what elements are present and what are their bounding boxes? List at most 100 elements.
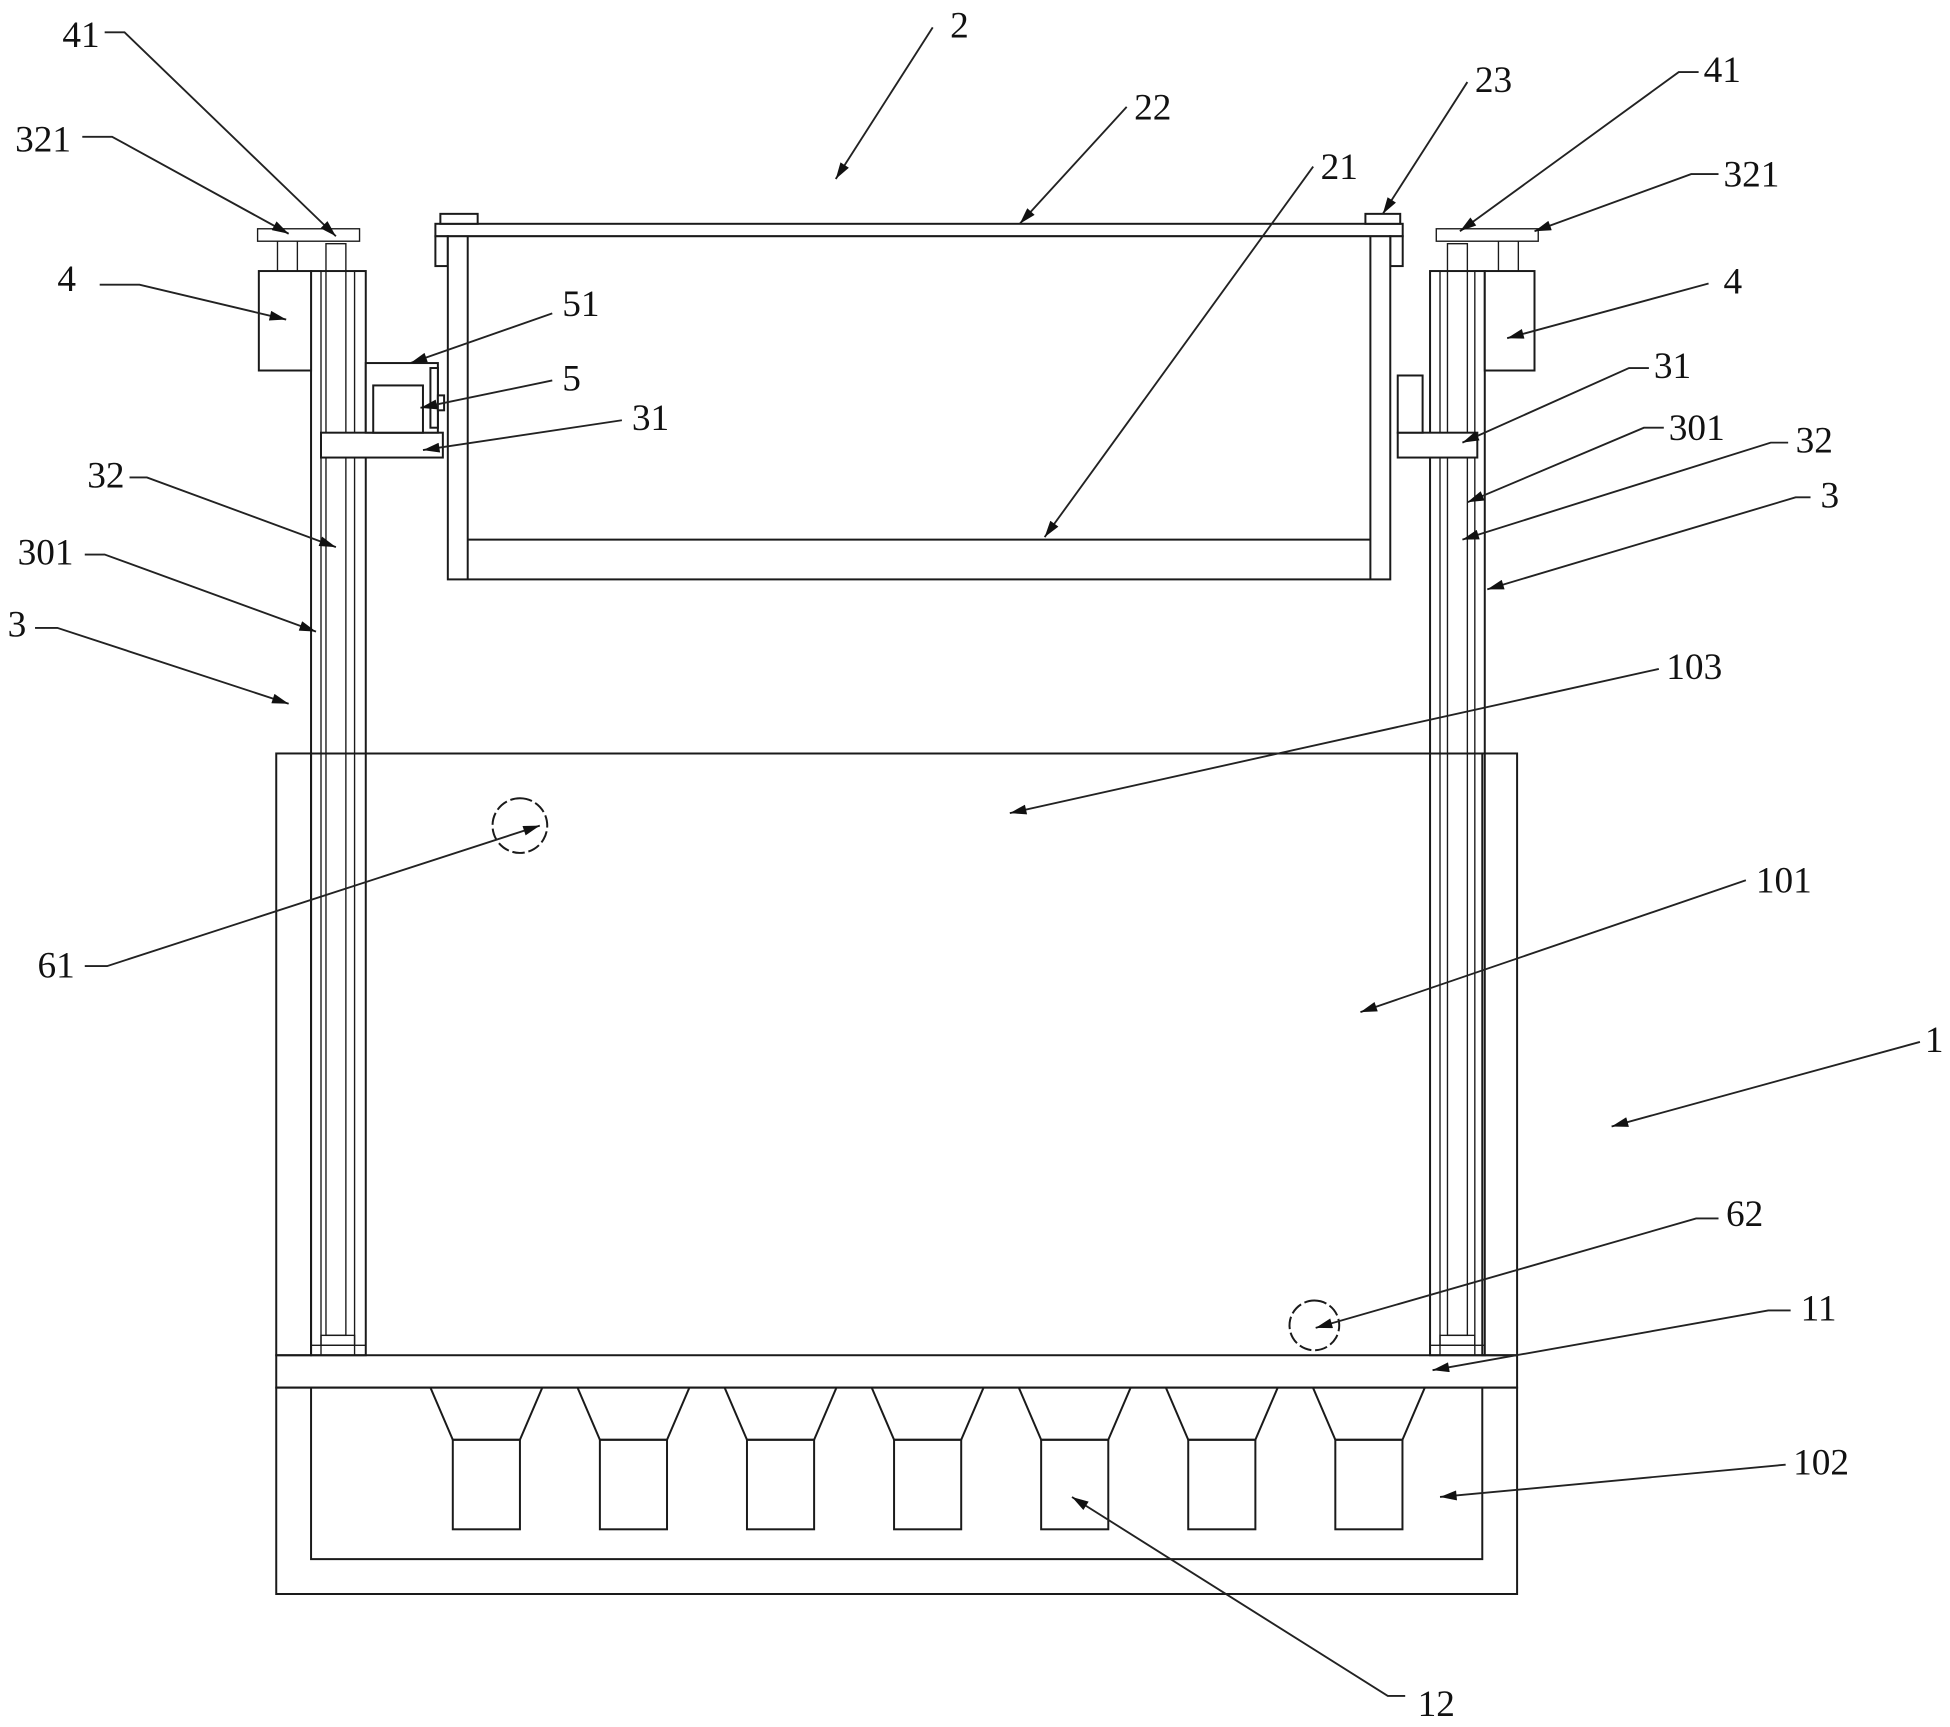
leader-line [129, 476, 337, 548]
funnel-hopper [1312, 1387, 1426, 1441]
leader-line [84, 553, 317, 633]
leader-line [104, 31, 337, 237]
leader-line [1009, 668, 1660, 815]
leader-line [1432, 1309, 1791, 1373]
right-lifting-column [1396, 228, 1539, 1357]
funnel-hopper [1164, 1387, 1279, 1441]
label-4-right: 4 [1506, 261, 1742, 340]
label-51: 51 [410, 284, 600, 364]
leader-line [1360, 879, 1747, 1013]
funnel-nozzle [1040, 1438, 1110, 1531]
reference-number: 3 [1820, 475, 1839, 516]
tank-body [275, 752, 1519, 1595]
label-5: 5 [420, 358, 581, 410]
partition-plate [275, 1354, 1519, 1389]
leader-line [82, 135, 290, 235]
leader-line [84, 824, 541, 968]
label-301-left: 301 [18, 532, 317, 633]
funnel-nozzle [598, 1438, 669, 1531]
label-32-left: 32 [87, 455, 337, 548]
tray-body [446, 235, 1392, 581]
leader-line [1462, 367, 1649, 444]
float-ball-61 [491, 797, 549, 854]
reference-number: 23 [1475, 60, 1512, 101]
label-101: 101 [1360, 861, 1812, 1013]
label-4-left: 4 [57, 259, 287, 321]
leader-line [1611, 1041, 1921, 1128]
leader-line [1534, 173, 1719, 233]
label-3-left: 3 [8, 605, 289, 705]
reference-number: 5 [562, 358, 581, 399]
leader-line [35, 626, 289, 705]
leader-line [1506, 282, 1709, 340]
label-2: 2 [834, 5, 969, 180]
leader-line [1315, 1217, 1719, 1329]
funnel-nozzle [1334, 1438, 1404, 1531]
funnel-nozzle [745, 1438, 816, 1531]
right-motor [1483, 270, 1536, 372]
reference-number: 41 [62, 15, 99, 56]
reference-number: 41 [1704, 50, 1741, 91]
left-gear [256, 228, 361, 242]
leader-line [1382, 81, 1469, 215]
leader-line [1071, 1496, 1406, 1697]
funnel-hopper [576, 1387, 691, 1441]
reference-number: 32 [1796, 421, 1833, 462]
reference-number: 61 [38, 945, 75, 986]
right-stop-block [1396, 374, 1424, 434]
reference-number: 51 [562, 284, 599, 325]
leader-line [420, 379, 553, 410]
leader-line [1486, 496, 1811, 591]
funnel-nozzles [429, 1387, 1426, 1531]
reference-number: 32 [87, 455, 124, 496]
reference-number: 12 [1418, 1684, 1455, 1725]
label-12: 12 [1071, 1496, 1455, 1725]
label-31-right: 31 [1462, 346, 1691, 444]
label-21: 21 [1043, 147, 1358, 538]
tray-handle-right [1364, 212, 1402, 225]
leader-line [1043, 166, 1314, 538]
leader-line [410, 312, 553, 364]
left-lifting-column [256, 228, 446, 1357]
float-ball-62 [1288, 1299, 1341, 1352]
leader-line [834, 26, 934, 180]
label-41-left: 41 [62, 15, 337, 237]
right-slider-arm [1396, 431, 1479, 459]
label-301-right: 301 [1466, 408, 1725, 504]
leader-line [1459, 71, 1699, 233]
left-slider-arm [320, 431, 444, 459]
leader-line [99, 283, 287, 321]
label-1: 1 [1611, 1020, 1944, 1128]
label-62: 62 [1315, 1194, 1763, 1329]
tray-handle-left [439, 212, 479, 225]
label-41-right: 41 [1459, 50, 1741, 233]
reference-number: 102 [1793, 1443, 1849, 1484]
sensor [372, 384, 424, 434]
reference-number: 4 [1723, 261, 1742, 302]
label-23: 23 [1382, 60, 1512, 215]
tank-right-wall-upper [1481, 752, 1519, 1357]
reference-number: 62 [1726, 1194, 1763, 1235]
label-31-left: 31 [422, 398, 669, 453]
right-lead-screw [1446, 243, 1469, 1337]
label-102: 102 [1439, 1443, 1849, 1501]
reference-number: 321 [1723, 155, 1779, 196]
left-motor [257, 270, 313, 372]
label-32-right: 32 [1462, 421, 1833, 541]
reference-number: 101 [1756, 861, 1812, 902]
reference-number: 22 [1134, 87, 1171, 128]
right-gear [1435, 228, 1539, 242]
leader-line [422, 419, 623, 453]
reference-number: 2 [950, 5, 969, 46]
reference-number: 4 [57, 259, 76, 300]
funnel-nozzle [893, 1438, 963, 1531]
left-lead-screw [325, 243, 347, 1337]
tank-left-wall-upper [275, 752, 313, 1357]
funnel-hopper [429, 1387, 544, 1441]
reference-number: 21 [1321, 147, 1358, 188]
reference-number: 11 [1801, 1288, 1837, 1329]
tray-assembly [434, 212, 1404, 581]
funnel-nozzle [451, 1438, 521, 1531]
